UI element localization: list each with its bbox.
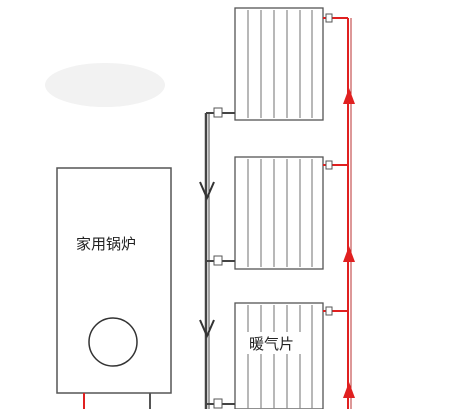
radiator-bottom: 暖气片 [206,302,348,409]
return-flow-arrow-1 [199,181,215,201]
supply-flow-arrow-3 [343,382,355,398]
radiator-top [206,7,348,121]
return-flow-arrow-2 [199,319,215,339]
radiator-middle [206,156,348,270]
radiator-label: 暖气片 [249,335,294,353]
boiler-burner-circle [88,317,138,367]
background-blur [45,63,165,107]
boiler: 家用锅炉 [56,167,172,409]
supply-flow-arrow-2 [343,246,355,262]
boiler-label: 家用锅炉 [76,235,136,253]
supply-flow-arrow-1 [343,88,355,104]
supply-riser [343,18,355,409]
